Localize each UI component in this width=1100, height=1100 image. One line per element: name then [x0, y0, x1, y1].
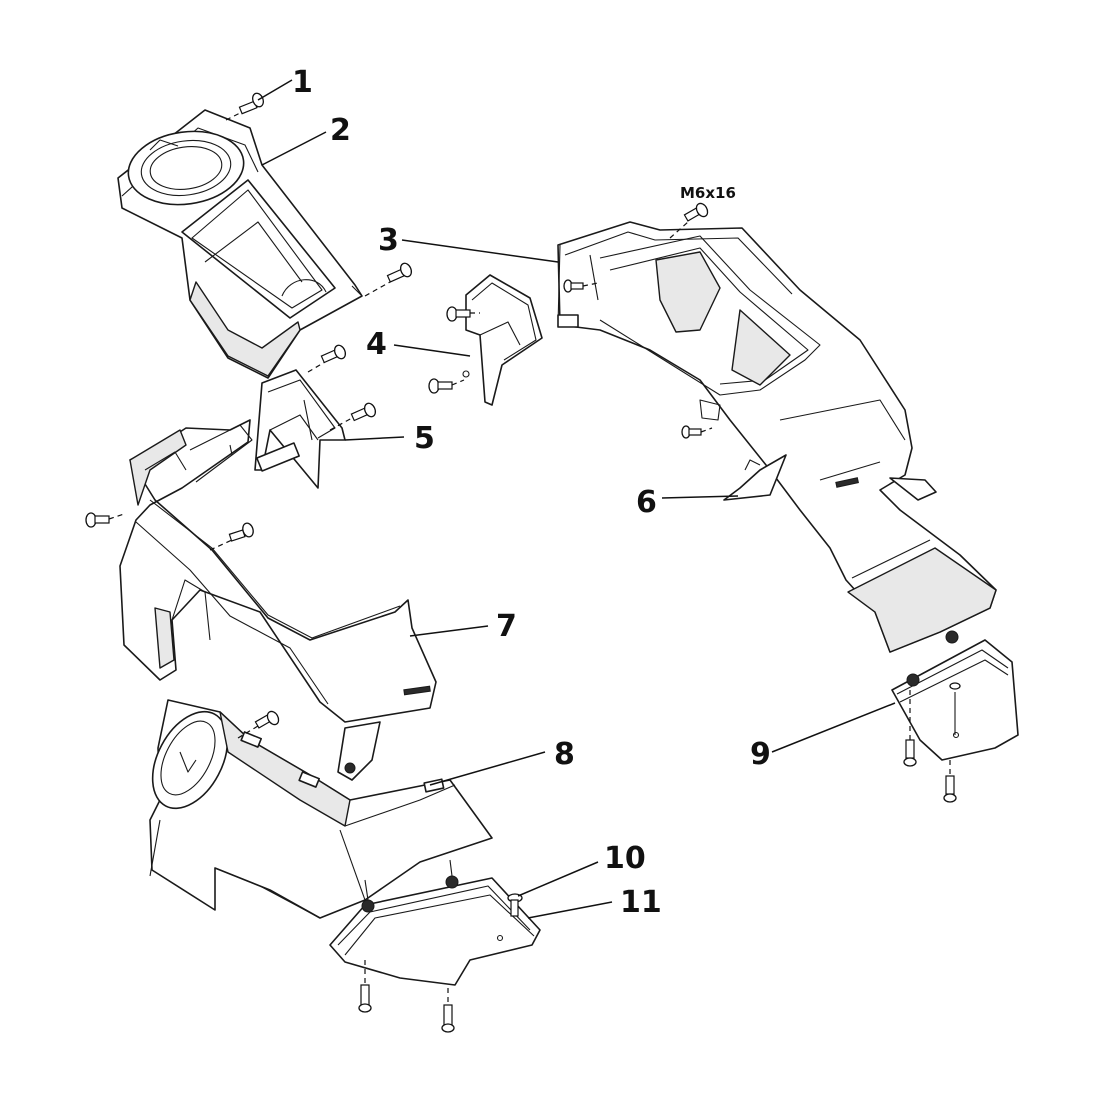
bolt-icon [681, 425, 713, 439]
bolt-icon [903, 690, 917, 767]
bolt-icon [307, 344, 347, 373]
part-3-6-right-panel [557, 221, 997, 653]
bolt-icon [237, 710, 280, 739]
bolt-icon [943, 760, 957, 803]
part-2-upper-console [117, 109, 363, 379]
bolt-icon [441, 988, 455, 1033]
bolt-icon [669, 202, 709, 239]
leader-line-3 [401, 239, 559, 263]
leader-line-5 [344, 436, 405, 441]
bolt-icon [428, 378, 465, 394]
callout-8: 8 [554, 737, 575, 772]
leader-line-11 [527, 901, 613, 919]
bolt-icon [85, 512, 125, 528]
callout-3: 3 [378, 223, 399, 258]
bolt-icon [358, 960, 372, 1013]
callout-4: 4 [366, 327, 387, 362]
bolt-icon [209, 522, 254, 551]
part-9-lower-panel [891, 630, 1019, 761]
part-10-pin [507, 893, 523, 917]
bolt-icon [364, 262, 413, 297]
part-1-bolt [225, 92, 264, 121]
callout-6: 6 [636, 485, 657, 520]
callout-7: 7 [496, 609, 517, 644]
bolt-spec-label: M6x16 [680, 184, 736, 202]
leader-line-4 [393, 344, 471, 357]
leader-line-10 [517, 861, 599, 897]
callout-10: 10 [604, 841, 646, 876]
leader-line-2 [261, 131, 327, 166]
leader-line-9 [771, 702, 896, 753]
bolt-icon [563, 279, 599, 293]
part-4-bracket [462, 274, 543, 406]
leader-line-8 [429, 751, 546, 786]
part-11-cover-plate [329, 859, 541, 986]
part-7-left-panel [119, 419, 437, 781]
callout-9: 9 [750, 737, 771, 772]
callout-11: 11 [620, 885, 662, 920]
leader-line-7 [409, 625, 489, 637]
part-8-lower-left-panel [149, 699, 493, 919]
callout-1: 1 [292, 65, 313, 100]
bolt-icon [446, 306, 480, 322]
bolt-icon [329, 402, 377, 431]
leader-line-1 [257, 79, 293, 101]
callout-5: 5 [414, 421, 435, 456]
callout-2: 2 [330, 113, 351, 148]
leader-line-6 [661, 495, 739, 499]
part-5-bracket [254, 369, 346, 489]
